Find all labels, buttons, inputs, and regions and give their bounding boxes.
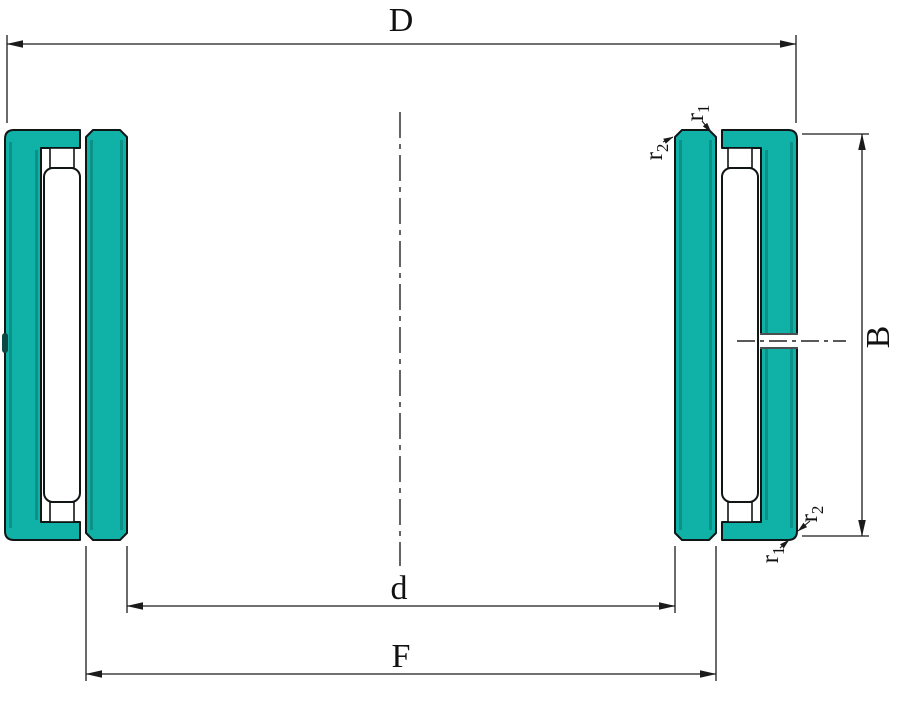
- r2-bottom-leader: [797, 520, 811, 532]
- left-inner-ring-shading: [90, 140, 123, 530]
- r2-top-label: r2: [641, 144, 672, 161]
- r2-top-leader: [662, 136, 674, 144]
- left-cup-seam: [2, 333, 8, 353]
- left-needle-roller: [43, 167, 81, 503]
- r1-bottom-label: r1: [757, 547, 788, 564]
- r2-bottom-label: r2: [796, 506, 827, 523]
- right-cage-top: [727, 147, 753, 169]
- dim-d-label: d: [391, 570, 408, 607]
- dim-D-label: D: [389, 2, 414, 39]
- left-bearing-section: [2, 129, 128, 541]
- r1-top-label: r1: [682, 105, 713, 122]
- right-outer-cup: [721, 129, 798, 541]
- dim-F-label: F: [392, 638, 411, 675]
- dimension-F: F: [85, 546, 717, 681]
- left-outer-cup: [4, 129, 81, 541]
- right-inner-ring: [674, 129, 717, 541]
- right-cage-bottom: [727, 501, 753, 523]
- left-cage-top: [49, 147, 75, 169]
- radius-labels: r1 r2 r2 r1: [641, 105, 827, 564]
- r1-top-leader: [701, 120, 712, 133]
- oil-hole-edges: [760, 333, 798, 349]
- dimension-D: D: [6, 2, 797, 123]
- left-inner-ring: [85, 129, 128, 541]
- dimension-B: B: [802, 133, 897, 537]
- right-needle-roller: [721, 167, 759, 503]
- r1-bottom-leader: [779, 539, 790, 549]
- right-bearing-section: [674, 129, 846, 541]
- dimension-d: d: [126, 546, 676, 613]
- left-cup-shading: [9, 142, 38, 528]
- left-cage-bottom: [49, 501, 75, 523]
- dim-B-label: B: [860, 326, 897, 349]
- right-inner-ring-shading: [679, 140, 712, 530]
